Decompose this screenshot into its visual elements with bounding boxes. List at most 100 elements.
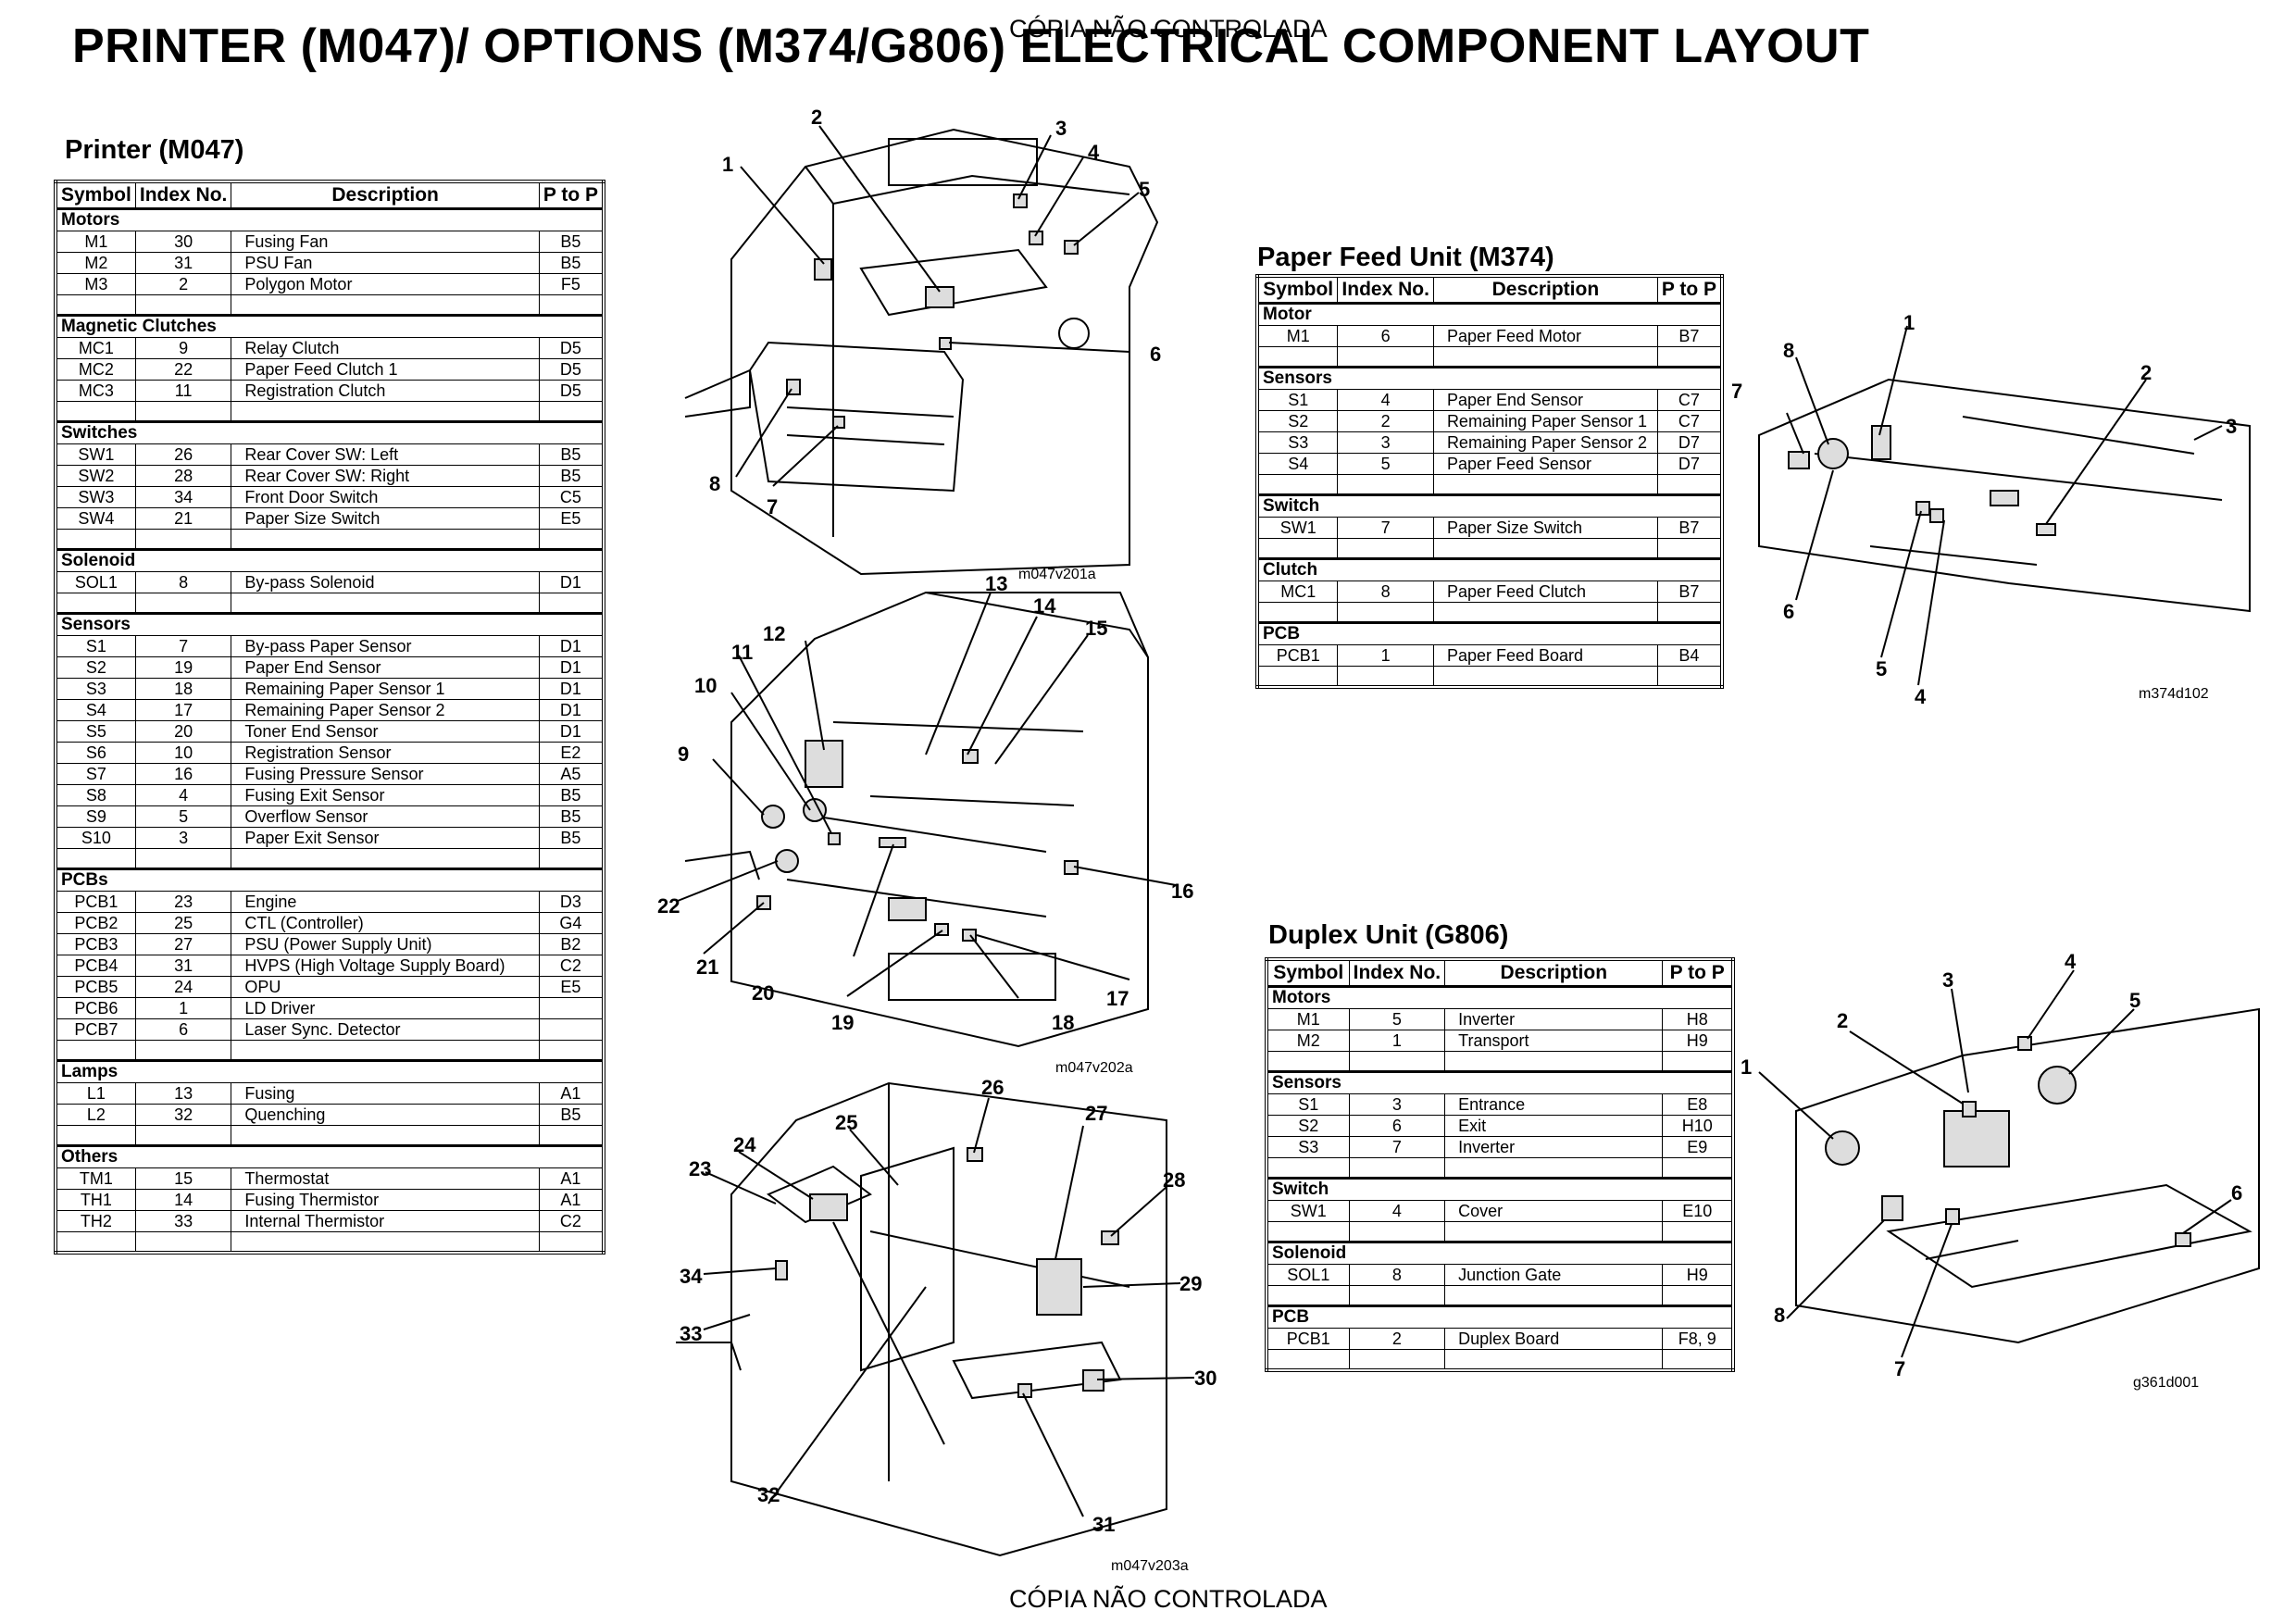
group-label: PCB xyxy=(1267,1305,1733,1329)
index-cell: 6 xyxy=(1337,325,1434,347)
fig1-callout-7: 7 xyxy=(767,495,778,518)
blank-cell xyxy=(1256,538,1339,559)
blank-cell xyxy=(231,529,540,550)
blank-cell xyxy=(1656,474,1723,495)
blank-cell xyxy=(231,1125,540,1146)
fig3-callout-25: 25 xyxy=(835,1111,857,1134)
blank-cell xyxy=(1444,1221,1664,1242)
fig5-callout-1: 1 xyxy=(1741,1055,1752,1079)
p-to-p-cell: C2 xyxy=(538,955,605,977)
description-cell: Fusing xyxy=(231,1082,540,1105)
index-cell: 11 xyxy=(134,380,232,402)
group-header-row: Switches xyxy=(56,420,604,444)
group-label: Others xyxy=(56,1144,604,1168)
index-cell: 1 xyxy=(1337,644,1434,667)
p-to-p-cell: D1 xyxy=(538,720,605,743)
index-cell: 4 xyxy=(1337,389,1434,411)
group-header-row: Magnetic Clutches xyxy=(56,314,604,338)
p-to-p-cell: B2 xyxy=(538,933,605,955)
fig2-callout-12: 12 xyxy=(763,622,785,645)
blank-cell xyxy=(134,1040,232,1061)
p-to-p-cell: D3 xyxy=(538,891,605,913)
index-cell: 3 xyxy=(1337,431,1434,454)
column-header: Description xyxy=(231,181,540,209)
index-cell: 4 xyxy=(1348,1200,1446,1222)
fig3-code: m047v203a xyxy=(1111,1558,1189,1574)
description-cell: Fusing Pressure Sensor xyxy=(231,763,540,785)
fig2-callout-16: 16 xyxy=(1171,880,1193,903)
p-to-p-cell: B7 xyxy=(1656,581,1723,603)
group-header-row: Others xyxy=(56,1144,604,1168)
p-to-p-cell: E5 xyxy=(538,976,605,998)
description-cell: Transport xyxy=(1444,1030,1664,1052)
blank-cell xyxy=(1656,346,1723,368)
index-cell: 20 xyxy=(134,720,232,743)
fig1-callout-8: 8 xyxy=(709,472,720,495)
symbol-cell: PCB3 xyxy=(55,933,136,955)
fig5-callout-8: 8 xyxy=(1774,1304,1785,1327)
symbol-cell: MC1 xyxy=(55,337,136,359)
description-cell: Internal Thermistor xyxy=(231,1210,540,1232)
blank-cell xyxy=(538,1125,605,1146)
blank-row xyxy=(55,401,605,422)
fig3-callout-28: 28 xyxy=(1163,1168,1185,1192)
blank-row xyxy=(1266,1285,1734,1306)
symbol-cell: M2 xyxy=(1266,1030,1350,1052)
symbol-cell: SOL1 xyxy=(1266,1264,1350,1286)
blank-cell xyxy=(1444,1285,1664,1306)
index-cell: 1 xyxy=(1348,1030,1446,1052)
description-cell: Front Door Switch xyxy=(231,486,540,508)
description-cell: Remaining Paper Sensor 1 xyxy=(1432,410,1658,432)
fig2-callout-19: 19 xyxy=(831,1011,854,1034)
blank-row xyxy=(55,294,605,316)
symbol-cell: L2 xyxy=(55,1104,136,1126)
symbol-cell: SW1 xyxy=(1266,1200,1350,1222)
blank-cell xyxy=(1444,1157,1664,1179)
symbol-cell: S3 xyxy=(55,678,136,700)
index-cell: 9 xyxy=(134,337,232,359)
description-cell: Laser Sync. Detector xyxy=(231,1018,540,1041)
description-cell: By-pass Solenoid xyxy=(231,571,540,593)
symbol-cell: PCB2 xyxy=(55,912,136,934)
fig4-callout-4: 4 xyxy=(1915,685,1927,708)
blank-row xyxy=(1256,474,1723,495)
index-cell: 4 xyxy=(134,784,232,806)
index-cell: 33 xyxy=(134,1210,232,1232)
index-cell: 7 xyxy=(134,635,232,657)
fig3-callout-24: 24 xyxy=(733,1133,756,1156)
blank-cell xyxy=(1432,666,1658,688)
group-header-row: Sensors xyxy=(56,612,604,636)
blank-cell xyxy=(1348,1157,1446,1179)
description-cell: By-pass Paper Sensor xyxy=(231,635,540,657)
p-to-p-cell: D5 xyxy=(538,380,605,402)
blank-row xyxy=(55,1040,605,1061)
p-to-p-cell: B4 xyxy=(1656,644,1723,667)
blank-cell xyxy=(538,593,605,614)
p-to-p-cell: B5 xyxy=(538,784,605,806)
index-cell: 19 xyxy=(134,656,232,679)
fig3-callout-23: 23 xyxy=(689,1157,711,1180)
symbol-cell: S4 xyxy=(55,699,136,721)
symbol-cell: SOL1 xyxy=(55,571,136,593)
column-header: P to P xyxy=(538,181,605,209)
p-to-p-cell: D5 xyxy=(538,337,605,359)
group-label: Clutch xyxy=(1257,557,1722,581)
index-cell: 27 xyxy=(134,933,232,955)
p-to-p-cell: F8, 9 xyxy=(1662,1328,1734,1350)
blank-cell xyxy=(1266,1157,1350,1179)
